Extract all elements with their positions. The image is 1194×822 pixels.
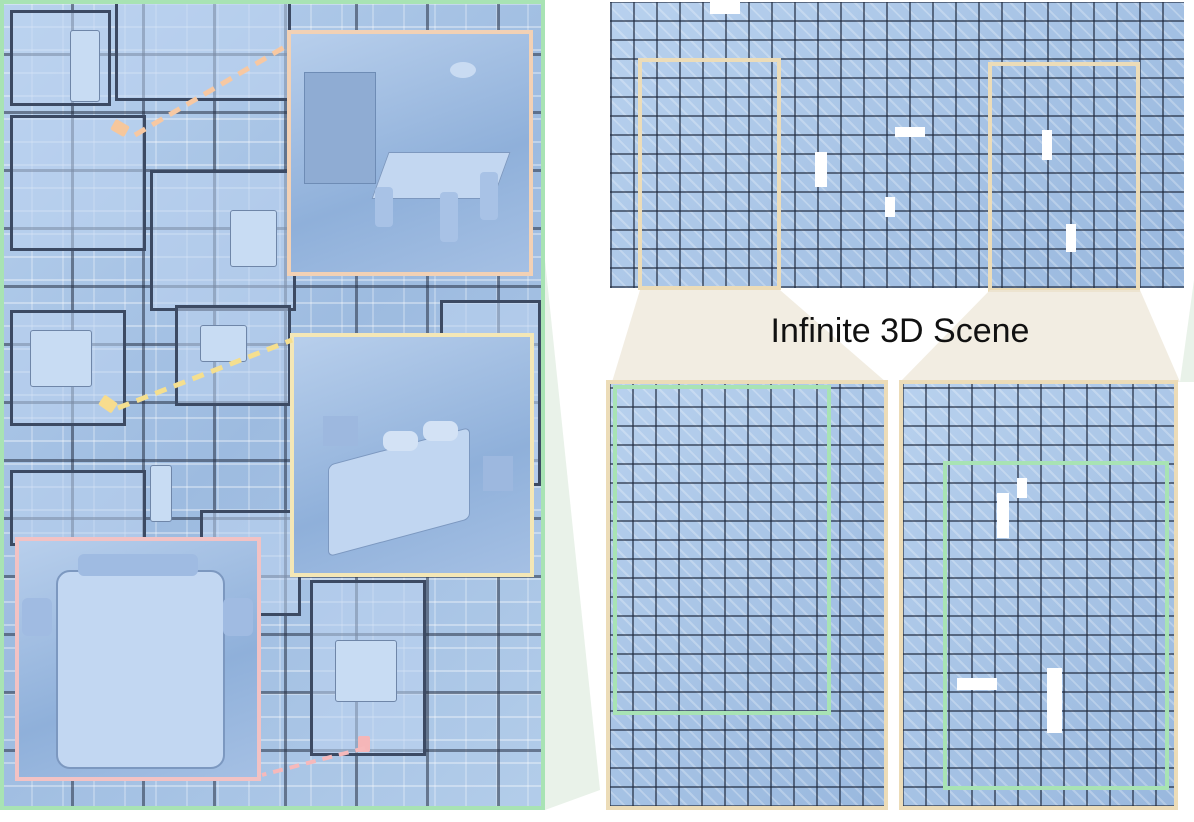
bed-closeup-render [18, 540, 258, 778]
gap [1066, 224, 1076, 252]
gap [1047, 668, 1062, 733]
bed [335, 640, 397, 702]
bedroom-render [293, 336, 531, 574]
dining-room-render [290, 32, 530, 272]
pillow [383, 431, 418, 451]
crop-right-green-frame [943, 461, 1169, 790]
gap [710, 2, 740, 14]
crop-left-panel [609, 383, 885, 807]
gap [1017, 478, 1027, 498]
pillow [423, 421, 458, 441]
pendant-lamp [450, 62, 476, 78]
crop-right-panel-frame [899, 380, 1178, 810]
chair [375, 187, 393, 227]
sofa [230, 210, 277, 267]
caption: Infinite 3D Scene [770, 312, 1030, 350]
wall-cabinet [304, 72, 376, 184]
chair [440, 192, 458, 242]
nightstand [323, 416, 358, 446]
nightstand [483, 456, 513, 491]
bed [30, 330, 92, 387]
table [70, 30, 100, 102]
infinite-scene-overview [610, 2, 1184, 288]
room [10, 115, 146, 251]
gap [815, 152, 827, 187]
overview-crop-left-frame [638, 58, 781, 290]
gap [957, 678, 997, 690]
gap [997, 493, 1009, 538]
gap [1042, 130, 1052, 160]
crop-left-panel-frame [606, 380, 888, 810]
crop-left-green-frame [613, 385, 831, 715]
left-panel-frame [0, 0, 545, 810]
bedroom-render-frame [290, 333, 534, 577]
bed [56, 570, 225, 769]
nightstand [223, 598, 253, 636]
gap [885, 197, 895, 217]
cabinet [150, 465, 172, 522]
headboard [78, 554, 198, 576]
bed-closeup-render-frame [15, 537, 261, 781]
crop-right-panel [902, 383, 1175, 807]
dining-room-render-frame [287, 30, 533, 276]
chair [480, 172, 498, 220]
gap [895, 127, 925, 137]
table [200, 325, 247, 362]
nightstand [22, 598, 52, 636]
